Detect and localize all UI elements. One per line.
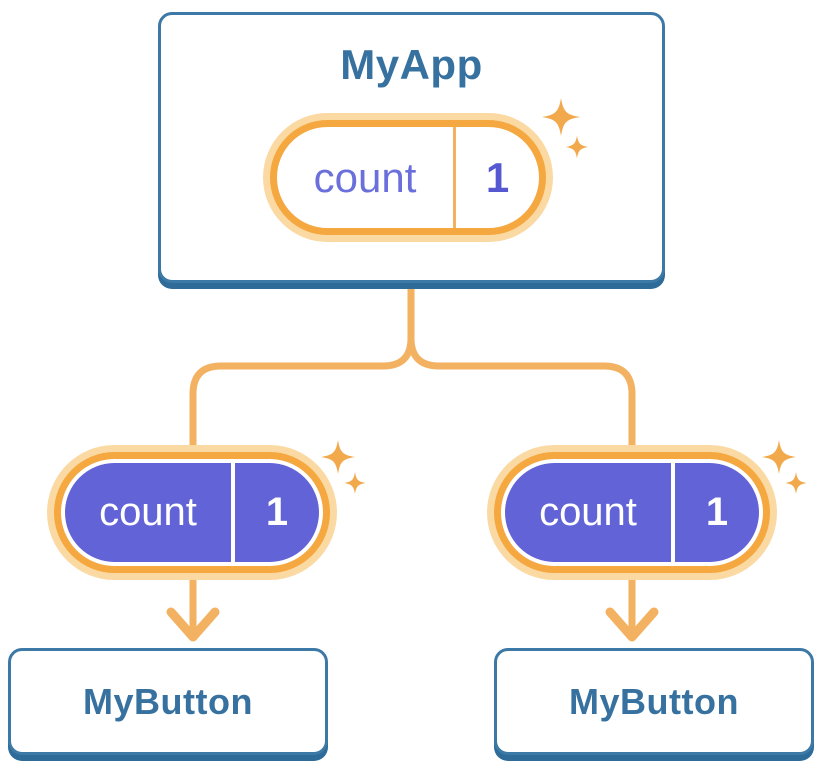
prop-value: 1 [705, 490, 729, 534]
arrow-down-icon [166, 607, 220, 642]
component-name-mybutton-left: MyButton [83, 680, 253, 722]
component-name-myapp: MyApp [340, 41, 483, 88]
component-name-mybutton-right: MyButton [569, 680, 739, 722]
prop-pill-ring: count 1 [54, 452, 330, 573]
prop-value: 1 [265, 490, 289, 534]
prop-pill-core: count 1 [61, 459, 323, 566]
state-name: count [313, 153, 417, 201]
sparkle-icon [321, 440, 355, 474]
arrow-down-icon [605, 607, 659, 642]
prop-pill-count-left: count 1 [47, 445, 337, 580]
prop-name: count [99, 490, 197, 534]
pill-divider [453, 127, 456, 228]
state-pill-count: count 1 [263, 113, 553, 242]
pill-divider [671, 463, 675, 562]
prop-name: count [539, 490, 637, 534]
sparkle-icon [344, 472, 366, 494]
prop-pill-ring: count 1 [494, 452, 770, 573]
prop-pill-core: count 1 [501, 459, 763, 566]
component-card-mybutton-right: MyButton [494, 648, 814, 755]
state-value: 1 [485, 153, 510, 201]
state-pill-ring: count 1 [270, 120, 546, 235]
sparkle-icon [762, 440, 796, 474]
prop-pill-count-right: count 1 [487, 445, 777, 580]
component-card-mybutton-left: MyButton [8, 648, 328, 755]
sparkle-icon [785, 472, 807, 494]
component-card-myapp: MyApp count 1 [158, 12, 665, 283]
